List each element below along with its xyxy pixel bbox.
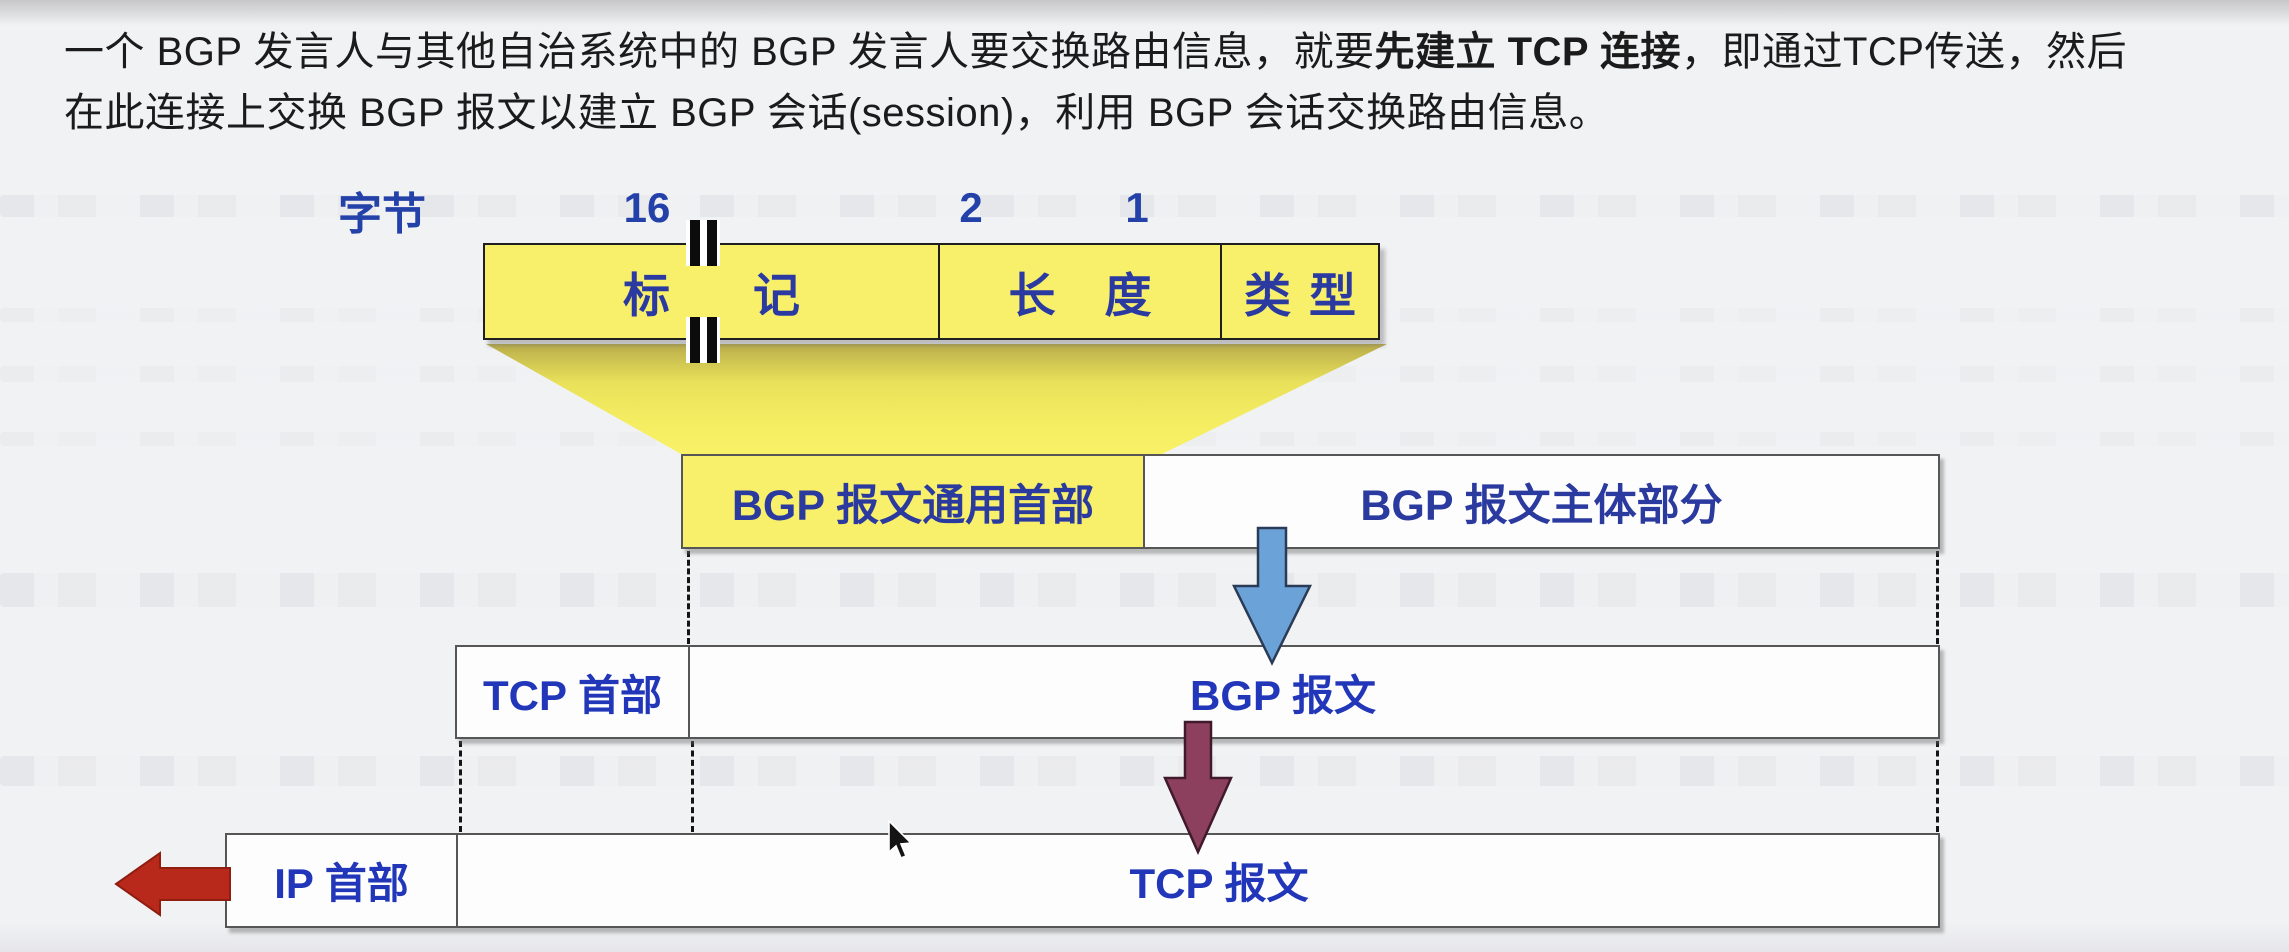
bgp-common-header-label: BGP 报文通用首部 [731, 481, 1095, 530]
artifact-band [0, 195, 2289, 217]
intro-paragraph: 一个 BGP 发言人与其他自治系统中的 BGP 发言人要交换路由信息，就要先建立… [64, 22, 2254, 144]
bgp-common-header-cell: BGP 报文通用首部 [683, 456, 1145, 547]
bgp-header-fields-row: 标 记 长 度 类型 [483, 243, 1380, 340]
field-width-label-2: 2 [959, 184, 983, 231]
bgp-body-cell: BGP 报文主体部分 [1145, 456, 1938, 547]
down-arrow-maroon-icon [1163, 720, 1233, 855]
field-width-label-16: 16 [623, 184, 671, 231]
bgp-body-label: BGP 报文主体部分 [1360, 481, 1723, 530]
intro-line2: 在此连接上交换 BGP 报文以建立 BGP 会话(session)，利用 BGP… [64, 91, 1610, 135]
length-field-cell: 长 度 [940, 245, 1222, 338]
left-arrow-red-icon [114, 851, 231, 917]
byte-unit-label: 字节 [338, 190, 426, 239]
ip-header-cell: IP 首部 [227, 835, 458, 926]
ip-header-label: IP 首部 [274, 860, 409, 907]
marker-field-label: 标 记 [622, 269, 836, 322]
dashed-line [691, 741, 694, 832]
down-arrow-blue-icon [1232, 526, 1312, 666]
intro-line1-pre: 一个 BGP 发言人与其他自治系统中的 BGP 发言人要交换路由信息，就要 [64, 30, 1375, 74]
artifact-band [0, 573, 2289, 607]
tcp-message-label: TCP 报文 [1129, 860, 1309, 907]
bgp-message-cell: BGP 报文 [690, 647, 1938, 737]
tcp-header-cell: TCP 首部 [457, 647, 690, 737]
mouse-cursor-icon [888, 820, 913, 860]
dashed-line [687, 551, 690, 644]
dashed-line [459, 741, 462, 832]
intro-line1-post: ，即通过TCP传送，然后 [1680, 30, 2127, 74]
intro-line1-bold: 先建立 TCP 连接 [1374, 30, 1681, 74]
artifact-band [0, 756, 2289, 786]
bgp-message-label: BGP 报文 [1190, 671, 1376, 719]
dashed-line [1936, 741, 1939, 832]
break-mark-top-icon [686, 220, 720, 266]
ip-datagram-row: IP 首部 TCP 报文 [225, 833, 1940, 928]
break-mark-bottom-icon [686, 317, 720, 363]
bgp-message-row: BGP 报文通用首部 BGP 报文主体部分 [681, 454, 1940, 549]
dashed-line [1936, 551, 1939, 644]
tcp-message-cell: TCP 报文 [458, 835, 1938, 926]
field-width-label-1: 1 [1125, 184, 1149, 231]
tcp-header-label: TCP 首部 [483, 671, 662, 719]
type-field-cell: 类型 [1222, 245, 1378, 338]
length-field-label: 长 度 [1008, 269, 1170, 322]
type-field-label: 类型 [1244, 269, 1374, 322]
marker-field-cell: 标 记 [485, 245, 940, 338]
